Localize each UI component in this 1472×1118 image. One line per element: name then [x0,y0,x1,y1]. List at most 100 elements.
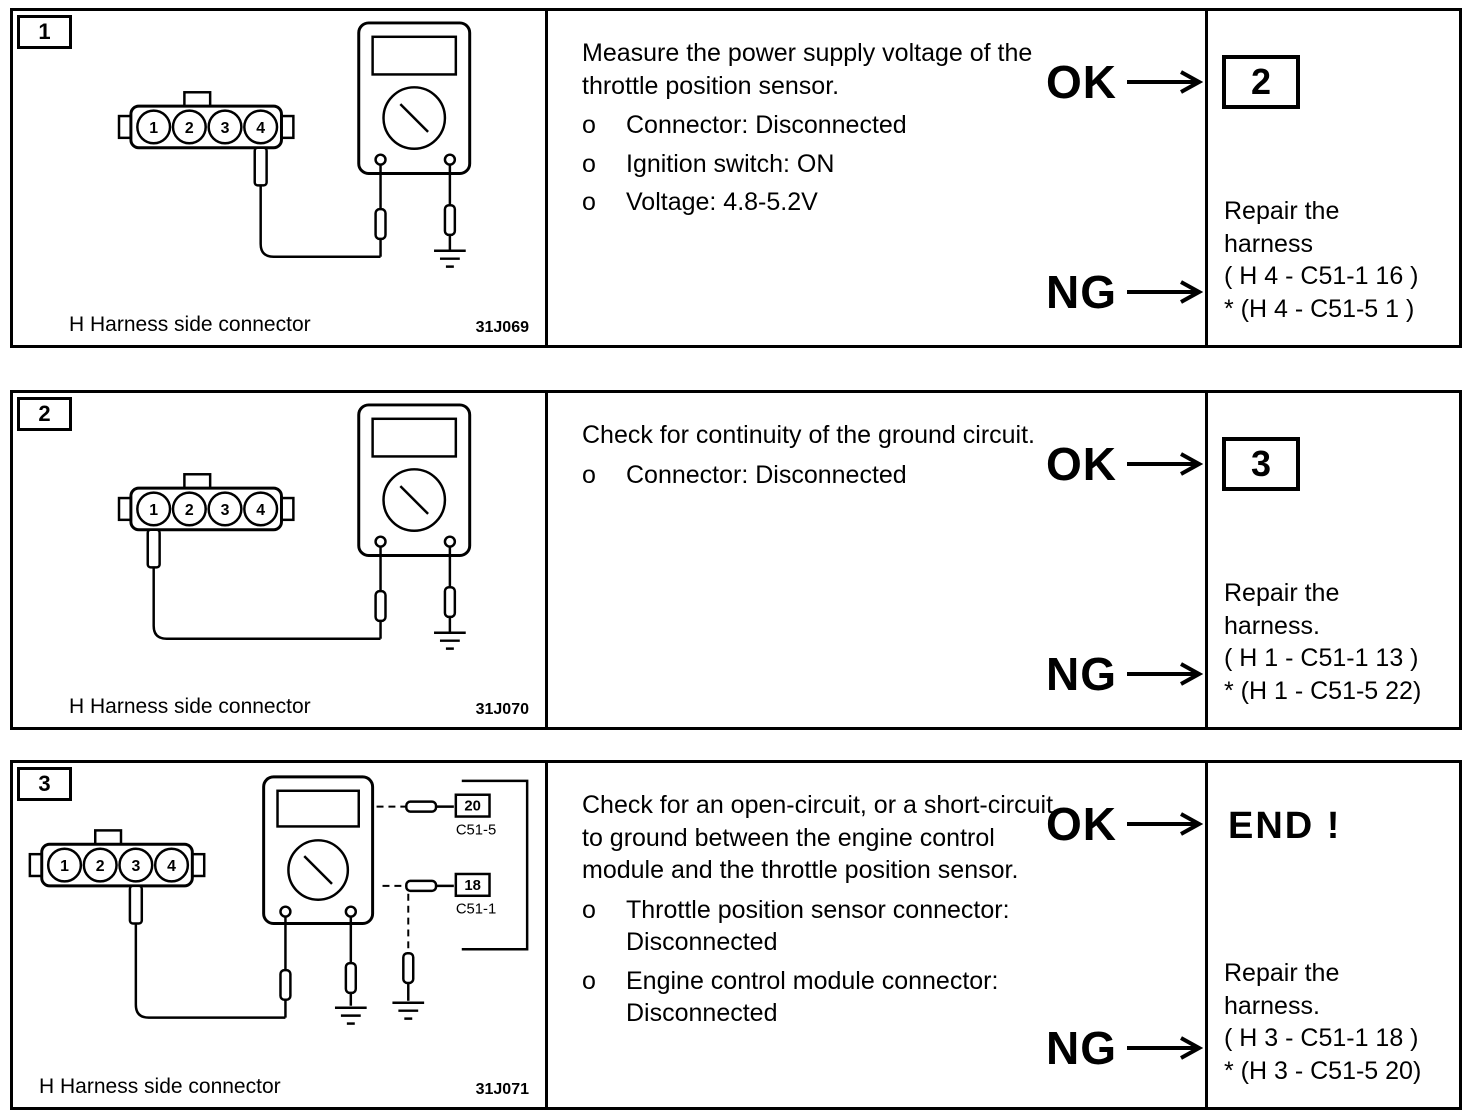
next-step-box: 2 [1222,55,1300,109]
pin-label: 4 [167,858,176,875]
ng-branch: NG [1046,1021,1203,1075]
ok-branch: OK [1046,437,1203,491]
test-wiring [146,528,466,650]
open-short-test-diagram: 1 2 3 4 [28,775,529,1025]
result-panel-1: 2 Repair the harness ( H 4 - C51-1 16 ) … [1208,11,1459,345]
multimeter [262,775,375,926]
repair-instructions: Repair the harness ( H 4 - C51-1 16 ) * … [1224,195,1419,325]
pin-label: 2 [185,120,194,137]
pin-label: 1 [149,502,158,519]
bullet-text: Connector: Disconnected [626,111,907,139]
bullet-item: o Connector: Disconnected [582,109,1054,142]
ok-label: OK [1046,438,1117,490]
pin-label: 3 [221,120,230,137]
bullet-item: o Engine control module connector: Disco… [582,965,1054,1030]
instruction-panel-1: Measure the power supply voltage of the … [548,11,1208,345]
diagram-caption: H Harness side connector [69,313,311,336]
ok-label: OK [1046,56,1117,108]
diagram-panel-1: 1 1 2 3 4 [13,11,548,345]
pin-label: 3 [221,502,230,519]
ok-branch: OK [1046,55,1203,109]
harness-connector: 1 2 3 4 [117,473,295,532]
procedure-step-row-3: 3 1 2 3 4 [10,760,1462,1110]
step-number-box: 2 [17,397,72,431]
harness-connector: 1 2 3 4 [117,91,295,150]
arrow-right-icon [1127,812,1203,836]
instruction-intro: Measure the power supply voltage of the … [582,39,1033,100]
repair-line: ( H 1 - C51-1 13 ) [1224,644,1419,672]
diagram-caption: H Harness side connector [39,1075,281,1098]
diagram-panel-2: 2 1 2 3 4 [13,393,548,727]
procedure-step-row-2: 2 1 2 3 4 [10,390,1462,730]
ng-label: NG [1046,266,1117,318]
ng-label: NG [1046,648,1117,700]
pin-label: 2 [96,858,105,875]
instruction-panel-2: Check for continuity of the ground circu… [548,393,1208,727]
bullet-item: o Voltage: 4.8-5.2V [582,186,1054,219]
step-number: 1 [38,19,51,44]
bullet-marker: o [582,149,596,178]
instruction-bullets: o Throttle position sensor connector: Di… [582,894,1205,1030]
test-wiring [128,884,425,1025]
step-number: 3 [38,771,51,796]
repair-line: Repair the [1224,959,1340,987]
ground-symbol [334,1006,367,1025]
instruction-intro: Check for an open-circuit, or a short-ci… [582,791,1054,884]
ground-symbol [434,631,466,650]
ng-branch: NG [1046,647,1203,701]
repair-line: harness. [1224,991,1320,1020]
bullet-marker: o [582,188,596,216]
pin-label: 4 [256,120,265,137]
repair-instructions: Repair the harness. ( H 3 - C51-1 18 ) *… [1224,957,1421,1087]
diagram-caption-row: H Harness side connector 31J070 [13,695,545,719]
repair-line: * (H 4 - C51-5 1 ) [1224,294,1415,323]
ecm-connector-label: C51-1 [456,902,496,918]
bullet-item: o Connector: Disconnected [582,459,1054,492]
arrow-right-icon [1127,280,1203,304]
ok-branch: OK [1046,797,1203,851]
voltage-test-diagram: 1 2 3 4 [117,21,472,268]
pin-label: 2 [185,502,194,519]
step-number-box: 3 [17,767,72,801]
end-result: END ! [1228,805,1342,847]
repair-line: ( H 4 - C51-1 16 ) [1224,262,1419,290]
arrow-right-icon [1127,662,1203,686]
diagram-caption-row: H Harness side connector 31J071 [13,1075,545,1099]
repair-line: Repair the [1224,579,1340,607]
bullet-text: Throttle position sensor connector: Disc… [626,895,1010,957]
bullet-marker: o [582,895,596,924]
procedure-step-row-1: 1 1 2 3 4 [10,8,1462,348]
bullet-text: Ignition switch: ON [626,149,835,178]
ground-symbol [392,1001,425,1020]
figure-number: 31J071 [475,1081,529,1098]
ng-branch: NG [1046,265,1203,319]
bullet-text: Voltage: 4.8-5.2V [626,188,818,216]
test-wiring [253,146,466,268]
diagram-caption: H Harness side connector [69,695,311,718]
pin-label: 1 [60,858,69,875]
multimeter [357,403,472,557]
pin-label: 1 [149,120,158,137]
step-number-box: 1 [17,15,72,49]
repair-line: harness [1224,229,1313,258]
next-step-box: 3 [1222,437,1300,491]
bullet-text: Connector: Disconnected [626,460,907,489]
multimeter [357,21,472,175]
ok-label: OK [1046,798,1117,850]
ecm-connector-label: C51-5 [456,822,496,838]
bullet-marker: o [582,966,596,995]
repair-line: * (H 3 - C51-5 20) [1224,1056,1422,1085]
bullet-item: o Ignition switch: ON [582,148,1054,181]
ng-label: NG [1046,1022,1117,1074]
bullet-marker: o [582,460,596,489]
diagram-caption-row: H Harness side connector 31J069 [13,313,545,337]
continuity-test-diagram: 1 2 3 4 [117,403,472,650]
bullet-marker: o [582,111,596,139]
instruction-bullets: o Connector: Disconnected o Ignition swi… [582,109,1205,219]
ecm-terminal-number: 18 [464,878,481,894]
repair-line: * (H 1 - C51-5 22) [1224,676,1422,705]
instruction-bullets: o Connector: Disconnected [582,459,1205,492]
repair-line: Repair the [1224,197,1340,225]
figure-number: 31J069 [475,319,529,336]
bullet-text: Engine control module connector: Disconn… [626,966,999,1028]
